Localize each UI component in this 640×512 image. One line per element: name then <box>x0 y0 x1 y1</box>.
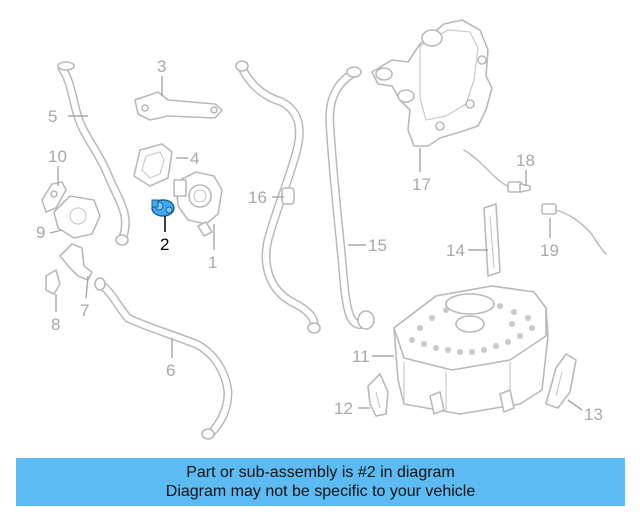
callout-17: 17 <box>412 175 431 194</box>
part-5-hose <box>57 61 130 246</box>
callout-10: 10 <box>48 147 67 166</box>
part-10-bracket <box>41 181 67 213</box>
callout-5: 5 <box>48 107 57 126</box>
part-12-bracket <box>367 373 389 417</box>
part-2-clip <box>151 199 175 217</box>
callout-4: 4 <box>190 149 199 168</box>
callout-14: 14 <box>446 241 465 260</box>
callout-7: 7 <box>80 301 89 320</box>
callout-12: 12 <box>334 399 353 418</box>
part-19-sensor <box>541 203 607 255</box>
canister-texture <box>409 303 535 355</box>
part-8-clip <box>45 269 61 295</box>
banner-line-2: Diagram may not be specific to your vehi… <box>165 483 476 500</box>
part-13-bracket <box>545 353 577 409</box>
callout-2: 2 <box>160 235 169 254</box>
callout-6: 6 <box>166 361 175 380</box>
part-16-pipe <box>235 60 321 334</box>
info-banner: Part or sub-assembly is #2 in diagram Di… <box>16 458 625 506</box>
part-18-sensor <box>463 149 531 193</box>
part-3-bracket <box>134 91 223 121</box>
part-14-strap <box>483 203 501 277</box>
part-15-pipe <box>325 66 375 330</box>
callout-labels: 1 2 3 4 5 6 7 8 9 10 11 12 13 14 15 16 1… <box>36 57 603 424</box>
callout-18: 18 <box>516 151 535 170</box>
callout-15: 15 <box>368 236 387 255</box>
part-1-valve <box>173 171 223 237</box>
callout-19: 19 <box>540 241 559 260</box>
banner-line-1: Part or sub-assembly is #2 in diagram <box>186 464 455 481</box>
callout-1: 1 <box>208 253 217 272</box>
part-11-canister <box>393 285 549 415</box>
callout-16: 16 <box>248 188 267 207</box>
callout-9: 9 <box>36 223 45 242</box>
callout-11: 11 <box>352 347 370 366</box>
part-7-fitting <box>59 243 93 281</box>
callout-3: 3 <box>157 57 166 76</box>
callout-13: 13 <box>584 405 603 424</box>
part-9-actuator <box>53 195 101 239</box>
part-4-gasket <box>133 143 173 187</box>
part-6-hose <box>94 277 233 440</box>
callout-lines <box>49 76 583 411</box>
callout-8: 8 <box>51 315 60 334</box>
parts-diagram: 1 2 3 4 5 6 7 8 9 10 11 12 13 14 15 16 1… <box>36 19 607 440</box>
part-17-housing <box>371 19 493 147</box>
